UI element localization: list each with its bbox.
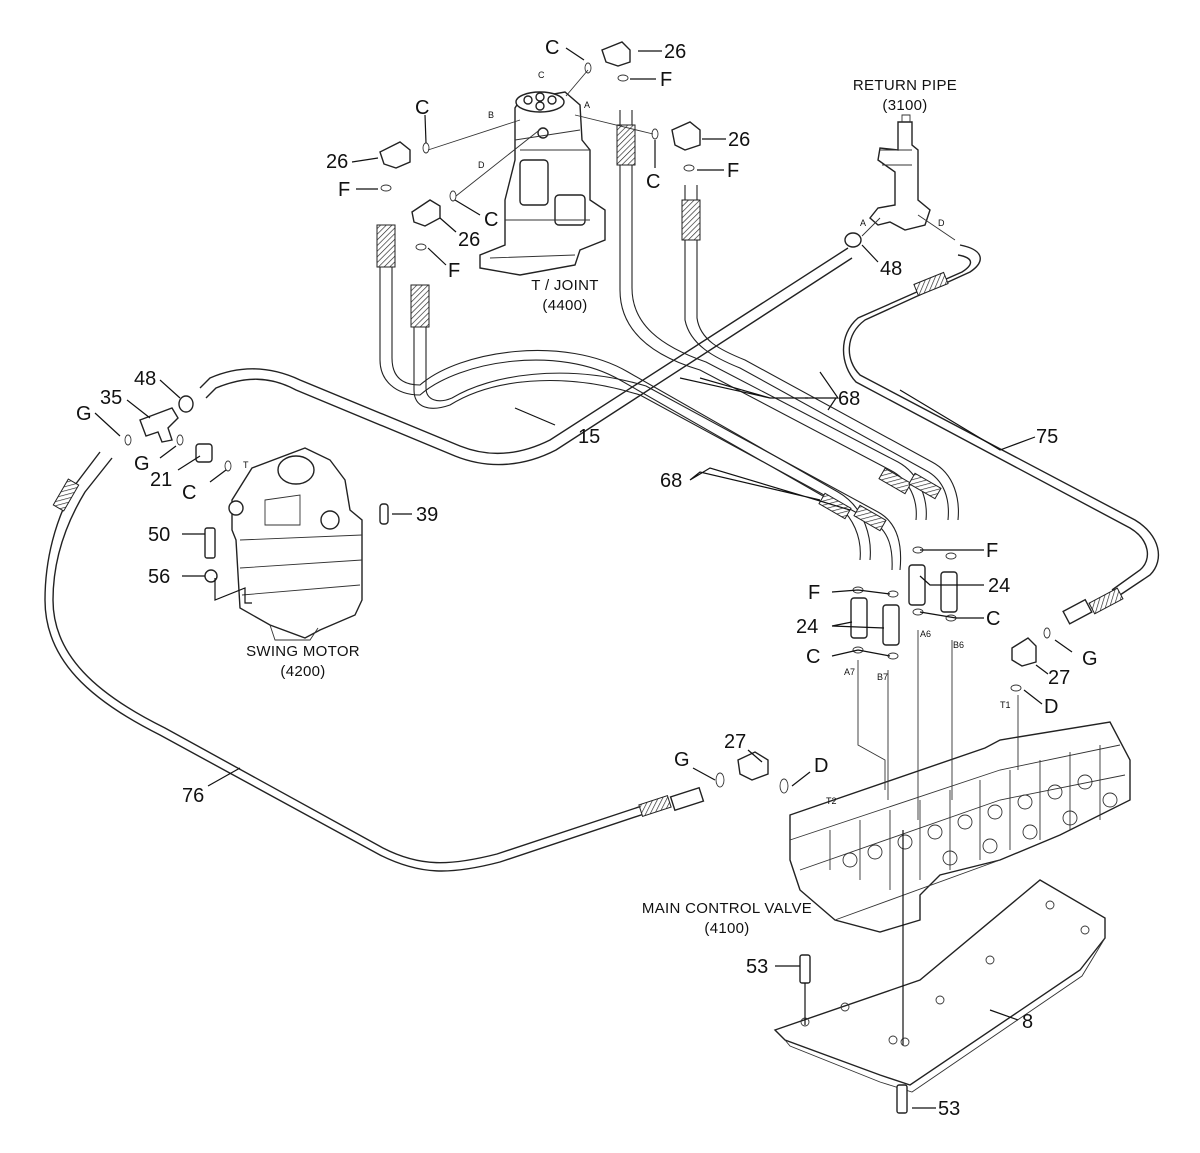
callout-48: 48	[134, 368, 156, 390]
callout-f: F	[338, 179, 350, 201]
callout-g: G	[76, 403, 92, 425]
port-label-rp-d: D	[938, 218, 945, 228]
callout-24: 24	[988, 575, 1010, 597]
callout-24: 24	[796, 616, 818, 638]
main-control-valve-code: (4100)	[704, 920, 749, 937]
callout-f: F	[660, 69, 672, 91]
main-control-valve-title: MAIN CONTROL VALVE	[642, 900, 812, 917]
pin-39	[379, 503, 389, 525]
callout-g: G	[1082, 648, 1098, 670]
return-pipe-title: RETURN PIPE	[853, 77, 957, 94]
callout-48: 48	[880, 258, 902, 280]
port-label-d: D	[478, 160, 485, 170]
port-label-t: T	[243, 460, 249, 470]
callout-27: 27	[724, 731, 746, 753]
port-label-rp-a: A	[860, 218, 866, 228]
port-label-t1: T1	[1000, 700, 1011, 710]
pipe-75	[848, 244, 1160, 596]
callout-f: F	[727, 160, 739, 182]
callout-53: 53	[938, 1098, 960, 1120]
callout-f: F	[986, 540, 998, 562]
callout-53: 53	[746, 956, 768, 978]
callout-26: 26	[728, 129, 750, 151]
turning-joint	[479, 91, 606, 276]
callout-f: F	[808, 582, 820, 604]
swing-motor	[228, 447, 363, 641]
elbows-26	[379, 41, 1037, 781]
callout-39: 39	[416, 504, 438, 526]
callout-c: C	[545, 37, 559, 59]
callout-c: C	[182, 482, 196, 504]
pipe-15	[199, 247, 849, 455]
port-label-t2: T2	[826, 796, 837, 806]
callout-f: F	[448, 260, 460, 282]
port-label-c: C	[538, 70, 545, 80]
callout-26: 26	[326, 151, 348, 173]
callout-g: G	[674, 749, 690, 771]
callout-d: D	[1044, 696, 1058, 718]
fittings-24	[850, 564, 958, 646]
callout-c: C	[415, 97, 429, 119]
callout-g: G	[134, 453, 150, 475]
callout-68: 68	[838, 388, 860, 410]
callout-c: C	[806, 646, 820, 668]
hoses-68	[376, 110, 959, 571]
callout-75: 75	[1036, 426, 1058, 448]
main-control-valve	[789, 721, 1131, 933]
bolt-50	[204, 527, 216, 559]
return-pipe	[869, 114, 931, 231]
t-joint-title: T / JOINT	[531, 277, 598, 294]
callout-c: C	[646, 171, 660, 193]
callout-26: 26	[458, 229, 480, 251]
callout-68: 68	[660, 470, 682, 492]
callout-56: 56	[148, 566, 170, 588]
swing-motor-title: SWING MOTOR	[246, 643, 360, 660]
callout-8: 8	[1022, 1011, 1033, 1033]
port-label-a7: A7	[844, 667, 855, 677]
port-label-a: A	[584, 100, 590, 110]
mounting-plate	[773, 879, 1106, 1093]
callout-76: 76	[182, 785, 204, 807]
connector-48b	[844, 232, 862, 248]
callout-c: C	[484, 209, 498, 231]
callout-35: 35	[100, 387, 122, 409]
connector-48a	[178, 395, 194, 413]
connector-21	[195, 443, 213, 463]
port-label-a6: A6	[920, 629, 931, 639]
callout-d: D	[814, 755, 828, 777]
swing-motor-code: (4200)	[280, 663, 325, 680]
callout-15: 15	[578, 426, 600, 448]
callout-26: 26	[664, 41, 686, 63]
callout-c: C	[986, 608, 1000, 630]
t-joint-code: (4400)	[542, 297, 587, 314]
tee-35	[139, 407, 179, 443]
port-label-b7: B7	[877, 672, 888, 682]
bolt-53-upper	[799, 954, 811, 984]
return-pipe-code: (3100)	[882, 97, 927, 114]
callout-27: 27	[1048, 667, 1070, 689]
bolt-53-lower	[896, 1084, 908, 1114]
callout-21: 21	[150, 469, 172, 491]
port-label-b: B	[488, 110, 494, 120]
callout-50: 50	[148, 524, 170, 546]
hose-76	[44, 451, 669, 872]
port-label-b6: B6	[953, 640, 964, 650]
